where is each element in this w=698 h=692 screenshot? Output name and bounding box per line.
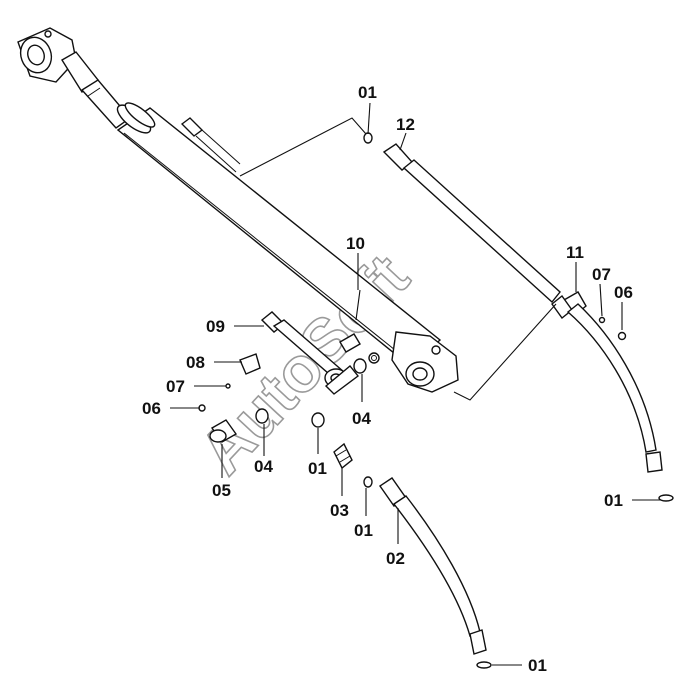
- callout-01-right: 01: [604, 491, 623, 510]
- callout-04-center: 04: [352, 409, 371, 428]
- callout-01-lower: 01: [354, 521, 373, 540]
- callout-09: 09: [206, 317, 225, 336]
- callout-01-top: 01: [358, 83, 377, 102]
- callout-12: 12: [396, 115, 415, 134]
- tube-09-assembly: [198, 311, 373, 488]
- callout-01-center: 01: [308, 459, 327, 478]
- tube-12: [363, 132, 674, 502]
- callout-06-right: 06: [614, 283, 633, 302]
- callout-03: 03: [330, 501, 349, 520]
- leader-lines: [170, 102, 660, 666]
- callout-06-left: 06: [142, 399, 161, 418]
- hose-02: [379, 477, 492, 669]
- callout-01-bottom: 01: [528, 656, 547, 675]
- cylinder-head: [368, 331, 459, 393]
- callout-04-left: 04: [254, 457, 273, 476]
- callout-10: 10: [346, 234, 365, 253]
- callout-labels: 01 12 10 11 07 06 09 08 07 06 04 04 05 0…: [142, 83, 633, 675]
- callout-07-left: 07: [166, 377, 185, 396]
- callout-05: 05: [212, 481, 231, 500]
- callout-02: 02: [386, 549, 405, 568]
- callout-07-right: 07: [592, 265, 611, 284]
- callout-08: 08: [186, 353, 205, 372]
- callout-11: 11: [566, 243, 584, 262]
- cylinder-barrel: [116, 102, 442, 371]
- cylinder-rod: [17, 27, 132, 129]
